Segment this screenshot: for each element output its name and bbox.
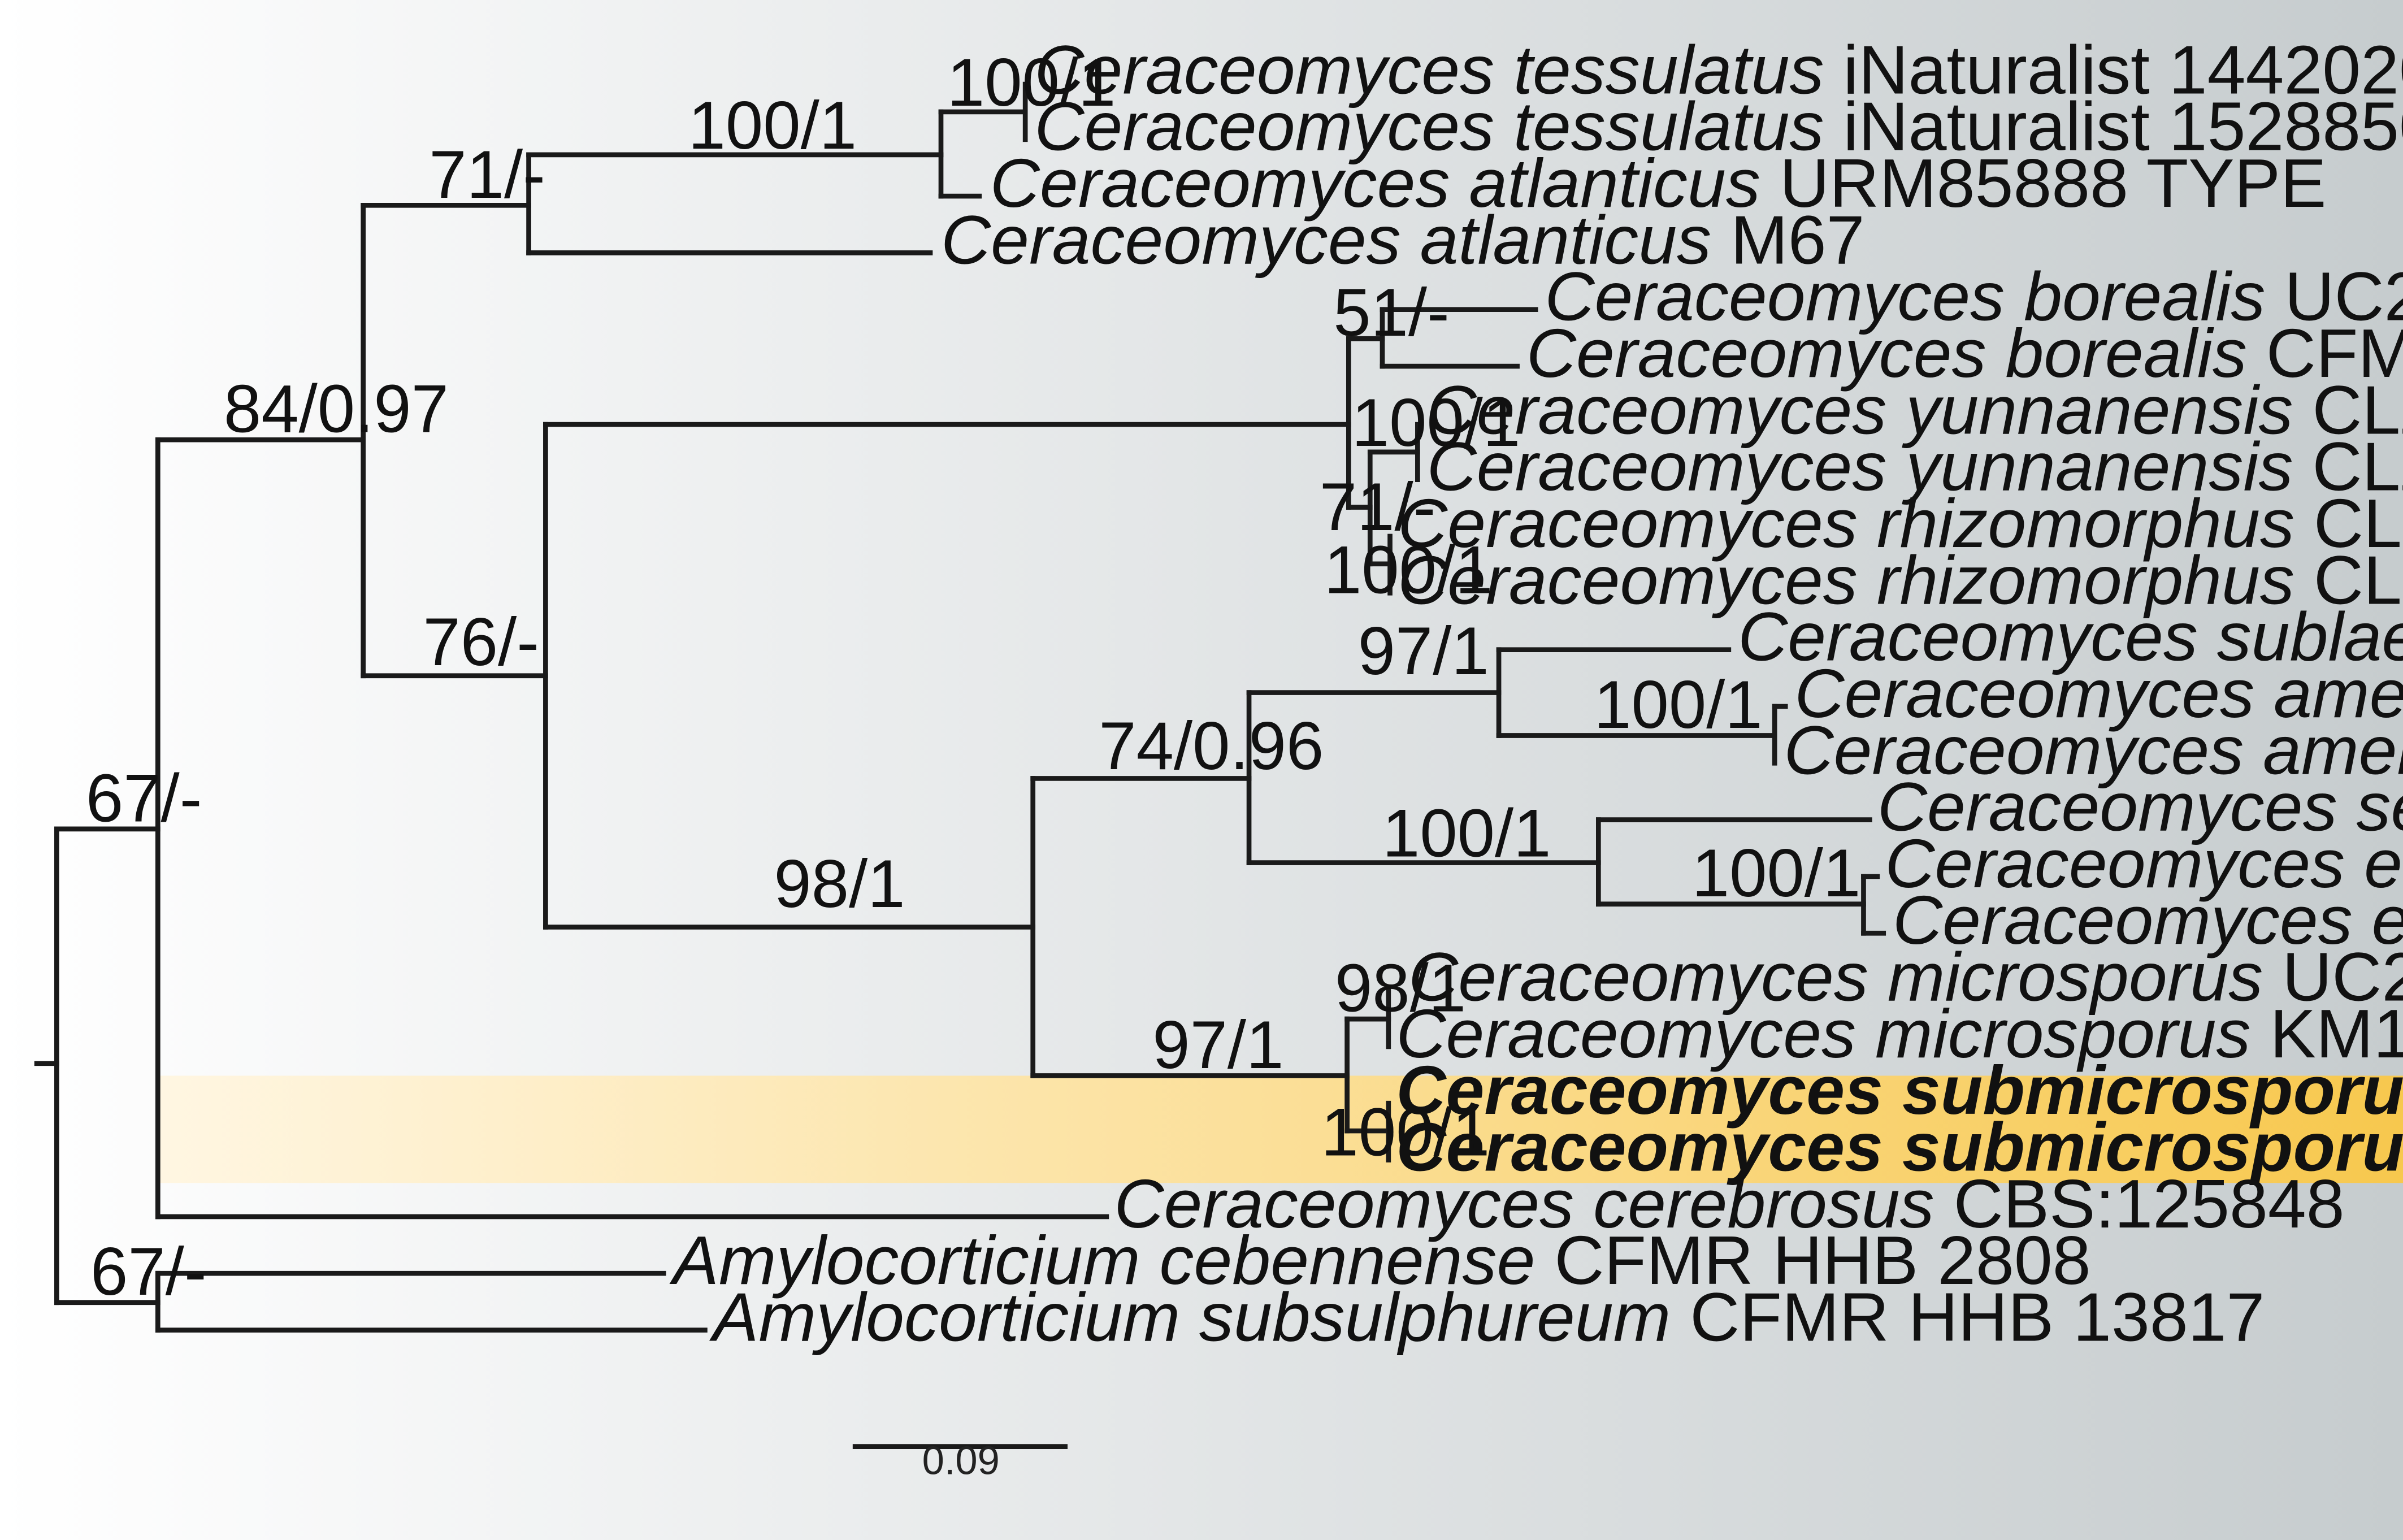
support-value: 100/1	[688, 88, 857, 163]
tip-label: Ceraceomyces rhizomorphus CLZhao 31154	[1398, 541, 2403, 618]
tip-species-name: Ceraceomyces microsporus	[1396, 995, 2250, 1072]
tip-species-name: Ceraceomyces americanus	[1794, 655, 2403, 732]
support-value: 67/-	[90, 1234, 207, 1309]
tip-label: Ceraceomyces yunnanensis CLZhao 18992	[1427, 371, 2403, 448]
tip-label: Amylocorticium cebennense CFMR HHB 2808	[669, 1222, 2090, 1299]
tip-species-name: Ceraceomyces serpens	[1877, 769, 2403, 845]
tip-label: Ceraceomyces rhizomorphus CLZhao 31197	[1398, 485, 2403, 562]
tip-species-name: Amylocorticium subsulphureum	[709, 1279, 1671, 1356]
tip-voucher: CLZhao19070 TYPE	[2293, 428, 2403, 505]
tip-label: Amylocorticium subsulphureum CFMR HHB 13…	[709, 1279, 2265, 1356]
tip-voucher: KM195722	[2251, 995, 2403, 1072]
tip-species-name: Ceraceomyces cerebrosus	[1114, 1165, 1934, 1242]
tip-voucher: CLZhao 31197	[2294, 485, 2403, 562]
tip-label: Ceraceomyces atlanticus URM85888 TYPE	[990, 145, 2327, 222]
tip-species-name: Ceraceomyces yunnanensis	[1427, 371, 2293, 448]
tip-voucher: UC2023077	[2263, 939, 2403, 1016]
support-value: 84/0.97	[224, 372, 449, 447]
tip-voucher: CFMR HHB 2808	[1535, 1222, 2090, 1299]
support-value: 76/-	[423, 605, 539, 680]
support-value: 98/1	[1335, 951, 1466, 1026]
tip-species-name: Ceraceomyces americanus	[1784, 712, 2403, 788]
tip-voucher: iNaturalist 152885038	[1824, 88, 2403, 165]
tip-voucher: M67	[1711, 201, 1864, 278]
support-value: 100/1	[1594, 667, 1763, 743]
tip-voucher: iNaturalist 144202059	[1824, 31, 2403, 108]
tip-voucher: CLZhao 31154	[2294, 541, 2403, 618]
tip-label: Ceraceomyces atlanticus M67	[941, 201, 1864, 278]
tip-species-name: Ceraceomyces eludens	[1893, 882, 2403, 958]
tip-label: Ceraceomyces americanus FP101981s0	[1794, 655, 2403, 732]
support-value: 51/-	[1333, 275, 1450, 350]
tip-species-name: Ceraceomyces tessulatus	[1034, 88, 1824, 165]
tip-voucher: CFMR L 8014	[2247, 315, 2403, 392]
scale-bar: 0.09	[852, 1438, 1068, 1482]
tip-voucher: UC2023227	[2265, 258, 2403, 335]
tip-species-name: Ceraceomyces yunnanensis	[1427, 428, 2293, 505]
support-value: 100/1	[1352, 385, 1521, 461]
tip-species-name: Ceraceomyces atlanticus	[941, 201, 1711, 278]
tip-species-name: Ceraceomyces microsporus	[1408, 939, 2263, 1016]
tip-label: Ceraceomyces microsporus UC2023077	[1408, 939, 2403, 1016]
support-value: 97/1	[1152, 1008, 1283, 1083]
tip-species-name: Ceraceomyces borealis	[1545, 258, 2265, 335]
support-values: 100/1100/171/-51/-100/1100/171/-100/184/…	[86, 45, 1860, 1309]
tip-label: Ceraceomyces sublaevis FP 101245 Sp	[1738, 598, 2403, 675]
tip-label: Ceraceomyces borealis CFMR L 8014	[1526, 315, 2403, 392]
tip-label: Ceraceomyces serpens KHL8478	[1877, 769, 2403, 845]
support-value: 97/1	[1358, 614, 1489, 689]
support-value: 100/1	[1692, 836, 1861, 911]
tip-species-name: Ceraceomyces atlanticus	[990, 145, 1760, 222]
tip-label: Ceraceomyces tessulatus iNaturalist 1442…	[1034, 31, 2403, 108]
support-value: 67/-	[86, 761, 202, 836]
tip-label: Ceraceomyces cerebrosus CBS:125848	[1114, 1165, 2344, 1242]
tip-species-name: Ceraceomyces rhizomorphus	[1398, 485, 2294, 562]
support-value: 71/-	[429, 137, 545, 212]
tip-label: Ceraceomyces eludens JS22780	[1893, 882, 2403, 958]
support-value: 100/1	[1324, 532, 1493, 608]
tree-branches	[34, 81, 1886, 1333]
tip-species-name: Ceraceomyces borealis	[1526, 315, 2247, 392]
tip-voucher: URM85888 TYPE	[1760, 145, 2327, 222]
tip-species-name: Amylocorticium cebennense	[669, 1222, 1535, 1299]
tip-label: Ceraceomyces americanus FP 102188	[1784, 712, 2403, 788]
tip-voucher: CLZhao 18992	[2293, 371, 2403, 448]
support-value: 71/-	[1320, 470, 1436, 545]
tip-species-name: Ceraceomyces sublaevis	[1738, 598, 2403, 675]
tip-species-name: Ceraceomyces submicrosporus	[1396, 1052, 2403, 1129]
tip-label: Ceraceomyces submicrosporus Wei11639	[1396, 1109, 2403, 1186]
tip-label: Ceraceomyces submicrosporus Wei11673	[1396, 1052, 2403, 1129]
tip-label: Ceraceomyces tessulatus iNaturalist 1528…	[1034, 88, 2403, 165]
scale-bar-label: 0.09	[922, 1438, 1000, 1482]
support-value: 100/1	[1321, 1095, 1490, 1170]
tip-label: Ceraceomyces yunnanensis CLZhao19070 TYP…	[1427, 428, 2403, 505]
tip-label: Ceraceomyces borealis UC2023227	[1545, 258, 2403, 335]
tip-labels: Ceraceomyces tessulatus iNaturalist 1442…	[669, 31, 2403, 1355]
tip-voucher: CFMR HHB 13817	[1671, 1279, 2265, 1356]
tip-species-name: Ceraceomyces eludens	[1885, 825, 2403, 902]
tip-label: Ceraceomyces eludens JS27202	[1885, 825, 2403, 902]
tip-voucher: CBS:125848	[1934, 1165, 2345, 1242]
support-value: 100/1	[1321, 1095, 1490, 1170]
support-value: 100/1	[1382, 796, 1551, 871]
tip-label: Ceraceomyces microsporus KM195722	[1396, 995, 2403, 1072]
support-value: 100/1	[947, 45, 1116, 120]
tip-species-name: Ceraceomyces rhizomorphus	[1398, 541, 2294, 618]
tip-species-name: Ceraceomyces tessulatus	[1034, 31, 1824, 108]
highlight-band	[159, 1075, 2403, 1183]
tip-species-name: Ceraceomyces submicrosporus	[1396, 1109, 2403, 1186]
support-value: 74/0.96	[1099, 709, 1324, 784]
support-value: 98/1	[774, 847, 905, 922]
